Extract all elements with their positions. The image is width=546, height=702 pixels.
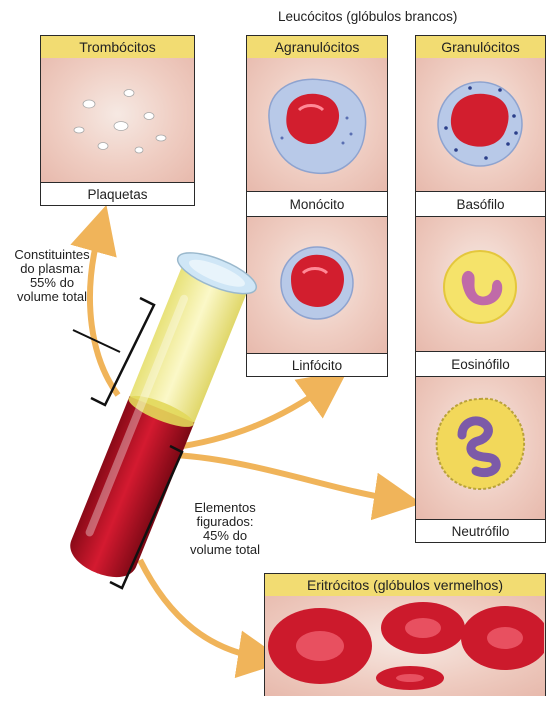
elementos-label-line: Elementos: [170, 501, 280, 515]
elementos-label: Elementos figurados: 45% do volume total: [170, 501, 280, 557]
plasma-label: Constituintes do plasma: 55% do volume t…: [4, 248, 100, 304]
elementos-label-line: 45% do: [170, 529, 280, 543]
plasma-bracket: [91, 298, 154, 405]
plasma-leader: [73, 330, 120, 352]
plasma-label-line: do plasma:: [4, 262, 100, 276]
plasma-label-line: volume total: [4, 290, 100, 304]
elementos-label-line: figurados:: [170, 515, 280, 529]
plasma-label-line: 55% do: [4, 276, 100, 290]
plasma-label-line: Constituintes: [4, 248, 100, 262]
elementos-label-line: volume total: [170, 543, 280, 557]
